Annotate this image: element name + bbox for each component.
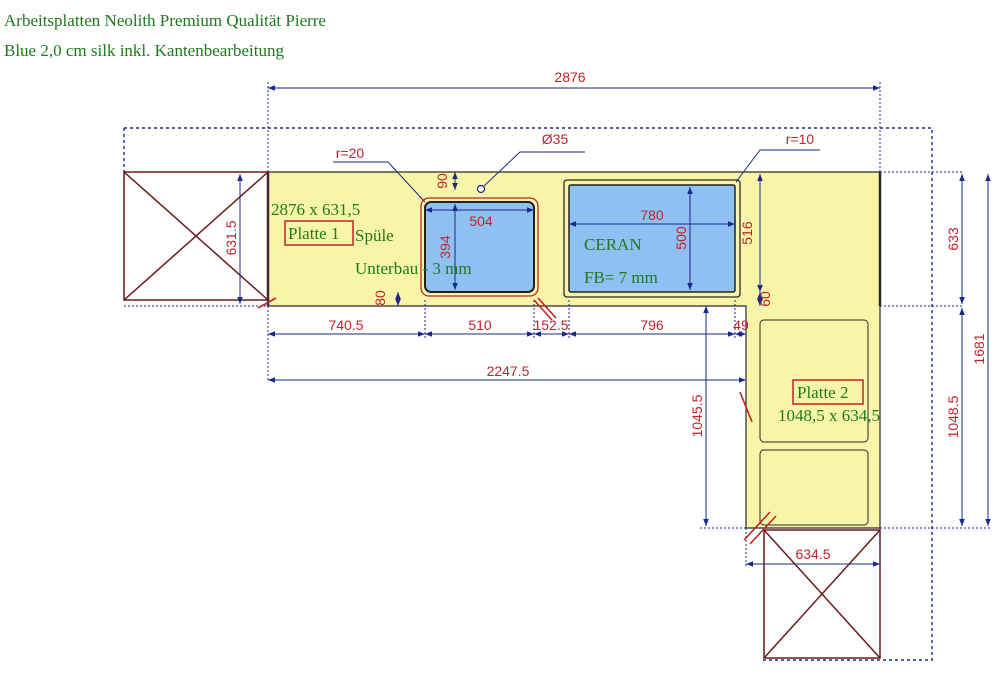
dim-hob-width: 780 (640, 207, 664, 223)
dim-hob-front-offset: 60 (757, 291, 773, 307)
tall-cabinet-right (763, 529, 881, 659)
sink-label: Spüle (355, 226, 394, 245)
dim-hole-diameter: Ø35 (542, 131, 569, 147)
dimension-lines (124, 82, 991, 568)
dim-leg-inner: 1045.5 (689, 394, 705, 437)
dim-right-total: 1681 (971, 333, 987, 364)
dim-hob-back-depth: 516 (739, 221, 755, 245)
platte2-tag: Platte 2 (797, 383, 848, 402)
dim-right-depth: 633 (945, 227, 961, 251)
dim-hob-radius: r=10 (786, 131, 815, 147)
dim-sink-depth: 394 (437, 235, 453, 259)
tap-hole (476, 184, 486, 194)
dim-run-length: 2247.5 (487, 363, 530, 379)
drawing-title: Arbeitsplatten Neolith Premium Qualität … (4, 6, 326, 66)
seam-markers (257, 297, 777, 545)
hob-flush-label: FB= 7 mm (584, 268, 658, 287)
dim-seg-4: 796 (640, 317, 664, 333)
tall-cabinet-left (123, 171, 269, 301)
platte1-tag: Platte 1 (288, 224, 339, 243)
cabinet-door-upper (759, 319, 869, 443)
platte1-size-label: 2876 x 631,5 (271, 200, 360, 219)
dim-sink-front-offset: 80 (372, 290, 388, 306)
platte1-tag-box (284, 220, 354, 246)
worktop-labels: 2876 x 631,5 Platte 1 Spüle Unterbau - 3… (271, 200, 880, 425)
dim-leg-length: 1048.5 (945, 395, 961, 438)
dim-sink-radius: r=20 (336, 145, 365, 161)
cabinet-door-lower (759, 449, 869, 526)
dim-leg-width: 634.5 (795, 546, 830, 562)
dimension-labels: 2876 631.5 504 394 90 80 Ø35 r=20 r=10 7… (223, 69, 987, 562)
dim-seg-1: 740.5 (328, 317, 363, 333)
platte2-tag-box (792, 379, 864, 405)
hob-label: CERAN (584, 235, 642, 254)
dim-hob-depth: 500 (673, 226, 689, 250)
platte2-size-label: 1048,5 x 634,5 (778, 406, 880, 425)
dim-seg-3: 152.5 (533, 317, 568, 333)
dim-left-depth: 631.5 (223, 220, 239, 255)
dim-sink-back-offset: 90 (434, 173, 450, 189)
dim-sink-width: 504 (469, 213, 493, 229)
hob-cutout (563, 179, 741, 298)
undermount-label: Unterbau - 3 mm (355, 259, 472, 278)
title-line-1: Arbeitsplatten Neolith Premium Qualität … (4, 11, 326, 30)
dim-seg-2: 510 (468, 317, 492, 333)
dim-total-width: 2876 (554, 69, 585, 85)
title-line-2: Blue 2,0 cm silk inkl. Kantenbearbeitung (4, 41, 284, 60)
dim-seg-5: 49 (733, 317, 749, 333)
room-outline (123, 127, 933, 661)
